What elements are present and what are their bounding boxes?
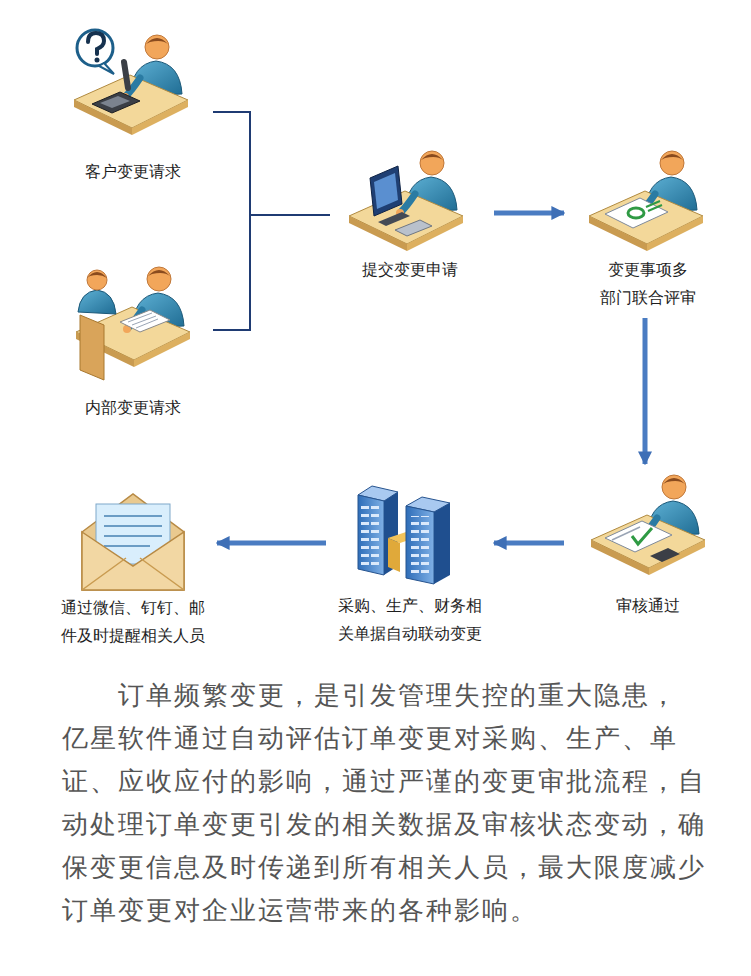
computer-worker-icon	[349, 151, 463, 251]
meeting-icon	[120, 310, 170, 332]
flow-arrow	[643, 318, 648, 464]
server-icon	[434, 503, 450, 584]
server-icon	[358, 486, 450, 584]
process-node: 审核通过	[568, 470, 728, 620]
flow-arrow	[217, 541, 326, 546]
review-worker-icon	[646, 201, 662, 211]
phone-worker-icon	[95, 58, 100, 63]
process-node: 通过微信、钉钉、邮 件及时提醒相关人员	[53, 490, 213, 650]
computer-worker-icon	[370, 166, 402, 216]
meeting-icon	[87, 270, 107, 290]
approve-worker-icon	[650, 548, 680, 562]
meeting-icon	[76, 267, 190, 380]
server-icon	[409, 516, 431, 574]
node-caption: 内部变更请求	[58, 394, 208, 422]
node-caption: 采购、生产、财务相 关单据自动联动变更	[335, 592, 485, 648]
server-icon	[361, 505, 381, 565]
computer-worker-icon	[378, 212, 410, 226]
node-caption: 审核通过	[573, 592, 723, 620]
bracket-line	[213, 112, 330, 215]
envelope-icon	[82, 532, 184, 590]
phone-worker-icon	[99, 63, 114, 74]
phone-worker-icon	[88, 33, 104, 54]
phone-worker-icon	[92, 92, 140, 113]
review-worker-icon	[605, 198, 668, 228]
review-worker-icon	[589, 151, 703, 251]
approve-worker-icon	[612, 527, 640, 540]
envelope-icon	[82, 494, 184, 590]
computer-worker-icon	[374, 173, 398, 209]
phone-worker-icon	[124, 62, 128, 88]
envelope-icon	[104, 516, 162, 546]
meeting-icon	[78, 290, 116, 314]
node-caption: 客户变更请求	[58, 158, 208, 186]
meeting-icon	[87, 272, 107, 278]
server-icon	[358, 495, 384, 575]
computer-worker-icon	[395, 220, 432, 236]
phone-worker-icon	[74, 30, 188, 135]
meeting-icon	[128, 313, 158, 328]
approve-worker-icon	[591, 475, 705, 575]
computer-worker-icon	[349, 151, 463, 251]
approve-worker-icon	[605, 521, 672, 552]
bracket-line	[213, 215, 330, 330]
envelope-icon	[82, 558, 184, 590]
phone-worker-icon	[100, 96, 130, 108]
process-node: 内部变更请求	[53, 252, 213, 422]
node-caption: 提交变更申请	[335, 256, 485, 284]
review-worker-icon	[589, 151, 703, 251]
review-worker-icon	[628, 208, 644, 218]
flow-arrow	[494, 541, 564, 546]
flow-arrow	[494, 211, 564, 216]
meeting-icon	[80, 315, 104, 380]
process-node: 采购、生产、财务相 关单据自动联动变更	[330, 478, 490, 648]
server-icon	[406, 506, 434, 584]
process-node: 变更事项多 部门联合评审	[568, 148, 728, 312]
process-node: 客户变更请求	[53, 22, 213, 186]
envelope-icon	[82, 494, 184, 590]
server-icon	[388, 538, 400, 572]
phone-worker-icon	[77, 30, 113, 66]
node-caption: 变更事项多 部门联合评审	[573, 256, 723, 312]
approve-worker-icon	[632, 528, 652, 544]
process-node: 提交变更申请	[330, 148, 490, 284]
node-caption: 通过微信、钉钉、邮 件及时提醒相关人员	[58, 594, 208, 650]
approve-worker-icon	[591, 475, 705, 575]
description-note: 订单频繁变更，是引发管理失控的重大隐患， 亿星软件通过自动评估订单变更对采购、生…	[62, 674, 718, 932]
